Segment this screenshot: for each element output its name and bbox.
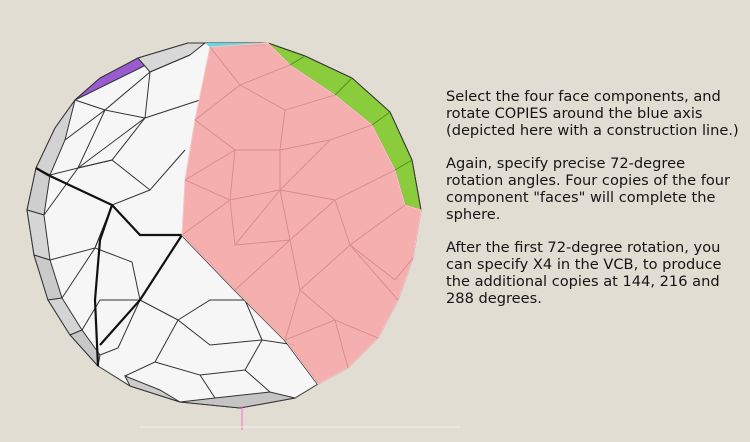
- instruction-paragraph-3: After the first 72-degree rotation, you …: [446, 239, 722, 307]
- gray-face[interactable]: [123, 375, 181, 403]
- gray-face[interactable]: [137, 42, 207, 73]
- selected-face-edges: [181, 46, 414, 369]
- gray-face[interactable]: [179, 391, 296, 409]
- instruction-text: Select the four face components, and rot…: [446, 88, 746, 323]
- white-faces[interactable]: [43, 54, 296, 399]
- instruction-paragraph-1: Select the four face components, and rot…: [446, 88, 739, 139]
- instruction-paragraph-2: Again, specify precise 72-degree rotatio…: [446, 155, 731, 223]
- green-face-edges: [289, 55, 413, 171]
